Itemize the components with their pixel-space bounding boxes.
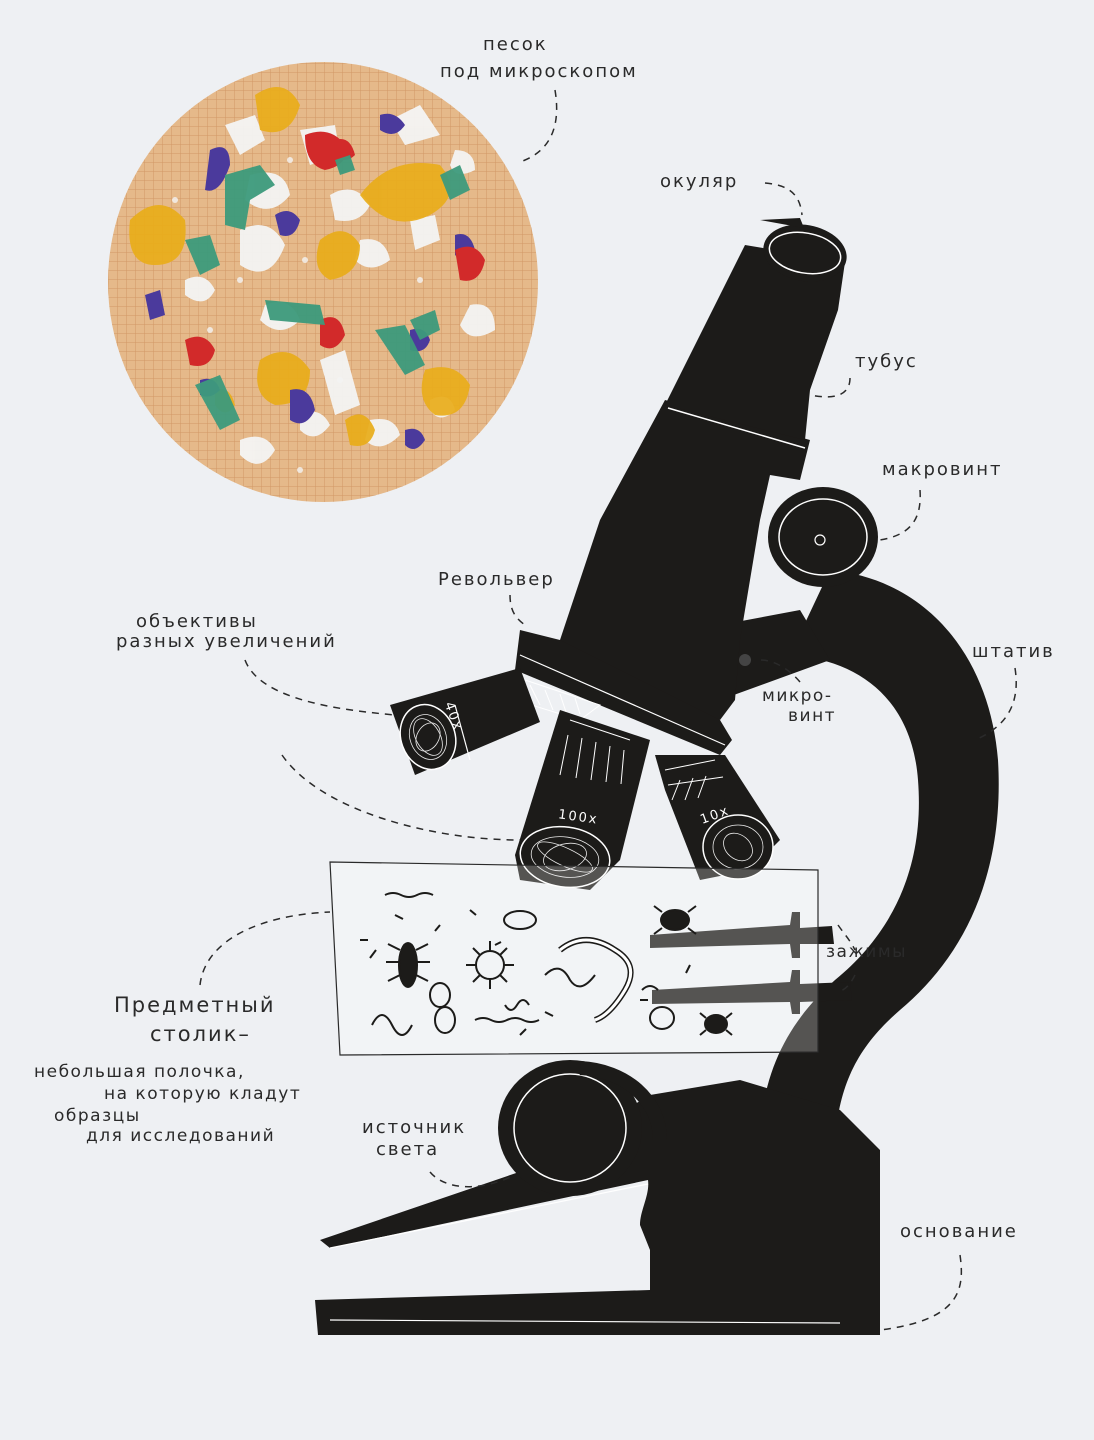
label-objectives-line2: разных увеличений — [116, 631, 337, 652]
label-light-source-line2: света — [376, 1139, 440, 1160]
leader-objectives — [244, 659, 396, 716]
label-objectives-line1: объективы — [136, 611, 258, 632]
label-fine-focus-line1: микро- — [762, 686, 833, 706]
leader-objectives-2 — [281, 754, 521, 841]
leader-stand — [974, 667, 1017, 741]
microscope-head — [555, 400, 810, 720]
leader-tube — [809, 377, 851, 398]
label-stage-note-line2: на которую кладут — [104, 1084, 302, 1104]
label-stage-note-line3: образцы — [54, 1106, 141, 1126]
light-source — [498, 1060, 642, 1196]
objective-100x — [515, 710, 650, 890]
label-stage-note-line4: для исследований — [86, 1126, 276, 1146]
base-highlights — [329, 1183, 841, 1324]
label-coarse-focus: макровинт — [882, 459, 1003, 480]
leader-eyepiece — [764, 182, 803, 216]
leader-light — [429, 1171, 516, 1188]
objective-40x — [390, 668, 540, 775]
leader-coarse-focus — [879, 489, 921, 541]
leader-clips — [837, 924, 856, 951]
leader-stage — [199, 911, 331, 986]
leader-revolver — [509, 594, 526, 626]
label-fine-focus-line2: винт — [788, 706, 837, 726]
tube — [665, 245, 845, 440]
objective-10x — [655, 755, 780, 880]
label-stage-line2: столик– — [150, 1022, 251, 1046]
leader-base — [879, 1254, 963, 1331]
label-sand-line1: песок — [483, 34, 548, 55]
sand-grains — [129, 87, 495, 473]
sand-sample-disc — [108, 62, 538, 502]
label-revolver: Револьвер — [438, 569, 555, 590]
leader-lines — [199, 89, 1017, 1331]
leader-clips-2 — [837, 974, 856, 993]
label-stage-note-line1: небольшая полочка, — [34, 1062, 245, 1082]
microorganisms — [360, 892, 733, 1036]
stage-clips — [650, 912, 852, 1014]
label-eyepiece: окуляр — [660, 171, 739, 192]
microscope — [315, 218, 999, 1335]
label-stage-line1: Предметный — [114, 993, 276, 1017]
label-clips: зажимы — [826, 942, 908, 962]
stage-slide — [329, 861, 819, 1056]
leader-fine-focus — [759, 659, 801, 683]
label-base: основание — [900, 1221, 1018, 1242]
leader-sand — [519, 89, 558, 163]
microscope-base — [315, 1080, 880, 1335]
fine-focus-knob — [739, 654, 751, 666]
label-light-source-line1: источник — [362, 1117, 467, 1138]
label-tube: тубус — [855, 351, 918, 372]
label-stand: штатив — [972, 641, 1055, 662]
coarse-focus-knob — [768, 487, 878, 587]
label-sand-line2: под микроскопом — [440, 61, 638, 82]
